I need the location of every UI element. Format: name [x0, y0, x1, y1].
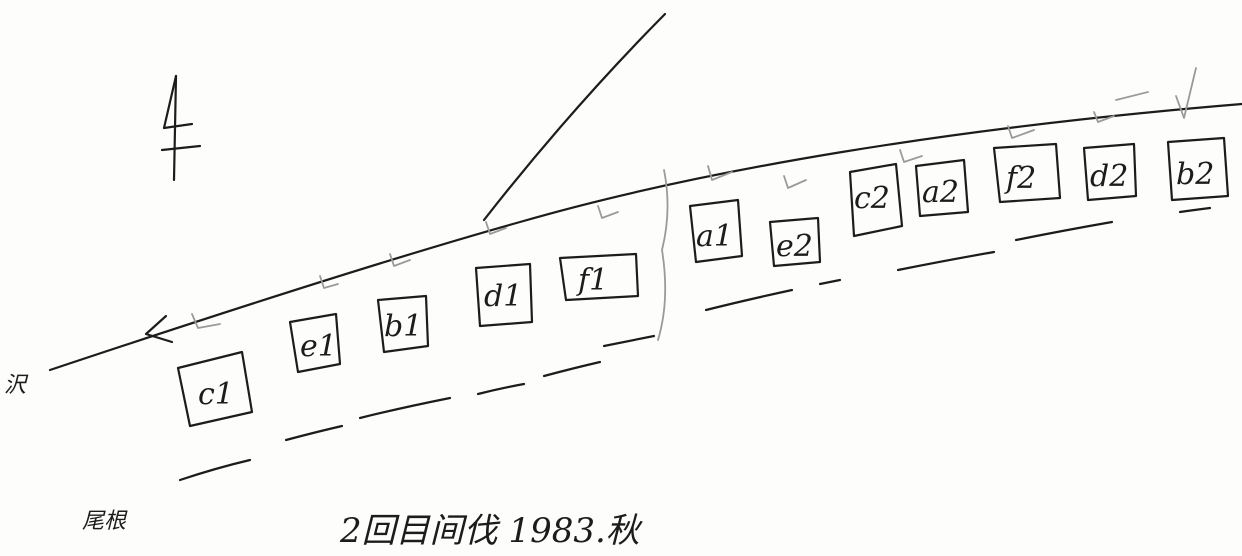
- plot-f2: f2: [994, 144, 1060, 202]
- plot-f1: f1: [560, 254, 638, 300]
- plot-label: c1: [198, 377, 234, 412]
- plot-label: f1: [576, 263, 608, 298]
- plot-a2: a2: [916, 160, 968, 216]
- left-end-label: 沢: [4, 373, 29, 398]
- main-line: [50, 104, 1242, 370]
- plot-label: c2: [854, 181, 890, 216]
- plot-label: a2: [922, 175, 959, 210]
- pencil-marks: [192, 68, 1196, 340]
- bottom-left-label: 尾根: [82, 509, 128, 534]
- plot-e2: e2: [770, 218, 820, 266]
- plot-b1: b1: [378, 296, 428, 352]
- plot-label: f2: [1004, 161, 1036, 196]
- plot-c1: c1: [178, 352, 252, 426]
- plot-label: b1: [384, 309, 422, 344]
- north-arrow-icon: [162, 76, 200, 180]
- plot-c2: c2: [850, 164, 902, 236]
- plot-label: e1: [300, 329, 337, 364]
- plot-label: d1: [484, 279, 522, 314]
- plot-b2: b2: [1168, 138, 1228, 200]
- plot-d1: d1: [476, 264, 532, 326]
- plot-label: a1: [696, 219, 733, 254]
- plot-label: b2: [1176, 157, 1214, 192]
- plot-e1: e1: [290, 314, 340, 372]
- branch-line: [484, 14, 665, 220]
- plot-a1: a1: [690, 200, 742, 262]
- plot-d2: d2: [1084, 144, 1136, 200]
- plot-label: d2: [1090, 159, 1128, 194]
- caption: 2回目间伐 1983.秋: [339, 511, 644, 551]
- plot-label: e2: [776, 229, 813, 264]
